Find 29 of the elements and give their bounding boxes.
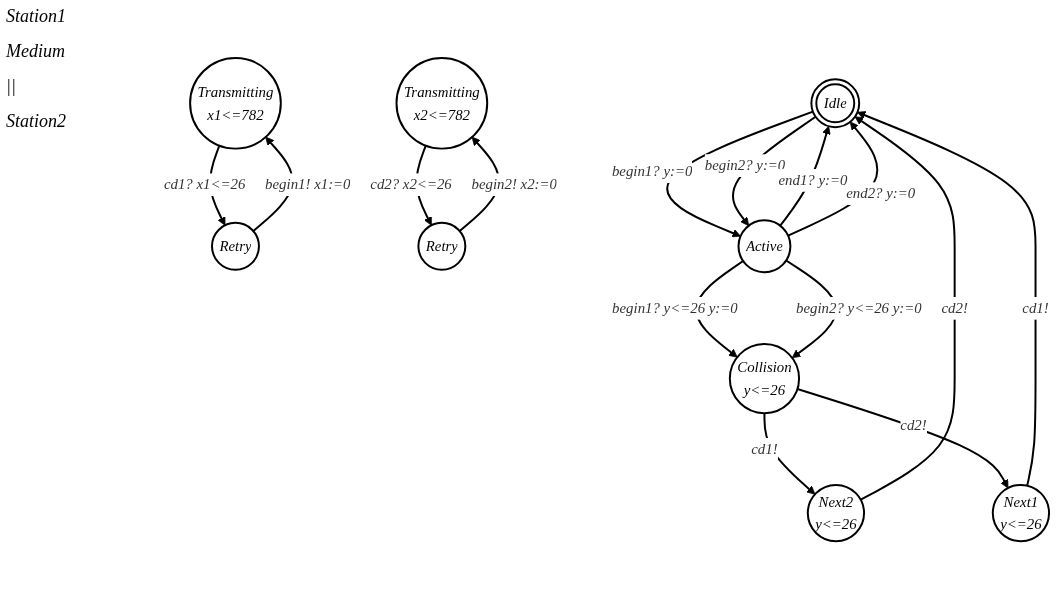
node-circle: Collision y<=26 xyxy=(728,342,801,415)
node-circle: Transmitting x1<=782 xyxy=(189,56,282,150)
automaton-label: Medium xyxy=(6,41,66,62)
arrow xyxy=(854,116,956,501)
edge-label: cd1! xyxy=(1022,299,1049,316)
edge-label: end1? y:=0 xyxy=(778,172,848,188)
edge-label: cd2? x2<=26 xyxy=(370,176,452,193)
node-circle: Retry xyxy=(211,221,260,271)
automaton-label: Station2 xyxy=(6,111,67,132)
edge-label: begin2? y<=26 y:=0 xyxy=(796,299,922,316)
edge-label: begin2? y:=0 xyxy=(704,157,786,173)
edge-label: end2? y:=0 xyxy=(846,185,916,202)
edge-label: cd1! xyxy=(751,440,778,457)
automaton-label: Station1 xyxy=(6,6,67,27)
node-circle: Idle xyxy=(810,78,861,129)
arrow xyxy=(796,387,1009,489)
edge-label: begin1? y:=0 xyxy=(611,163,693,179)
edge-label: begin1? y<=26 y:=0 xyxy=(612,299,738,316)
edge-label: begin1! x1:=0 xyxy=(265,176,351,193)
node-circle: Retry xyxy=(417,221,467,271)
arrow xyxy=(857,111,1037,487)
arrow xyxy=(666,110,814,238)
edge-label: cd2! xyxy=(900,417,927,434)
automaton-label: || xyxy=(6,76,17,97)
node-circle: Transmitting x2<=782 xyxy=(395,56,489,150)
node-circle: Active xyxy=(737,219,792,274)
edge-label: cd2! xyxy=(941,299,968,316)
edge-label: cd1? x1<=26 xyxy=(163,176,246,193)
edge-label: begin2! x2:=0 xyxy=(471,176,557,193)
